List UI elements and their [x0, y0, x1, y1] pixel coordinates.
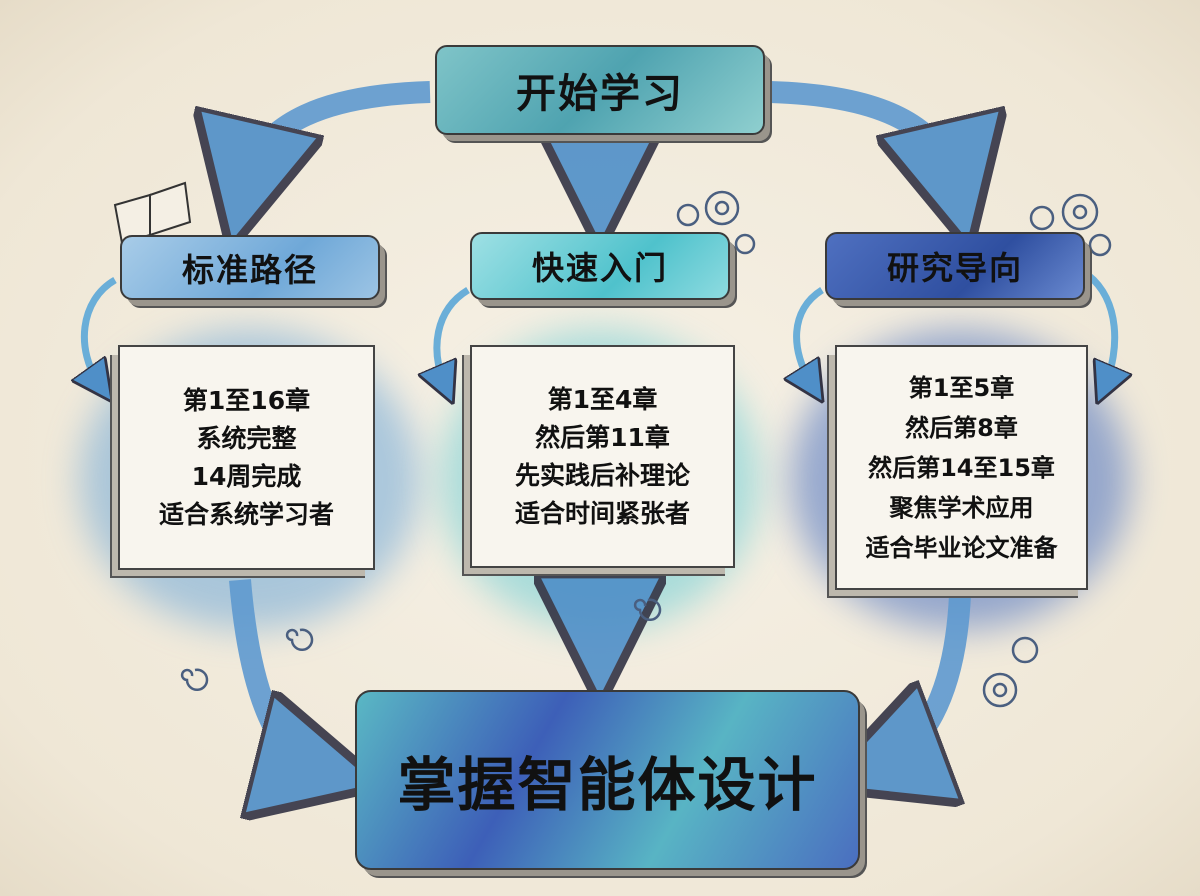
- gear-icon: [1061, 193, 1099, 231]
- path-standard-details: 第1至16章 系统完整 14周完成 适合系统学习者: [118, 345, 375, 570]
- arrow-research-to-goal: [880, 594, 971, 765]
- path-research-title: 研究导向: [886, 249, 1023, 287]
- start-label: 开始学习: [516, 71, 684, 117]
- gear-icon: [734, 233, 756, 255]
- path-quick-title: 快速入门: [531, 249, 668, 287]
- path-research-details: 第1至5章 然后第8章 然后第14至15章 聚焦学术应用 适合毕业论文准备: [835, 345, 1088, 590]
- detail-line: 聚焦学术应用: [889, 493, 1034, 522]
- swirl-icon: [285, 628, 314, 652]
- detail-line: 然后第14至15章: [868, 453, 1055, 482]
- gear-icon: [1088, 233, 1112, 257]
- start-node: 开始学习: [435, 45, 765, 135]
- arrow-standard-to-goal: [229, 579, 320, 770]
- detail-line: 系统完整: [196, 423, 297, 453]
- detail-line: 适合毕业论文准备: [865, 533, 1058, 562]
- book-icon: [113, 181, 192, 245]
- goal-label: 掌握智能体设计: [397, 751, 818, 819]
- arrow-start-to-standard: [245, 81, 431, 185]
- goal-node: 掌握智能体设计: [355, 690, 860, 870]
- detail-line: 适合时间紧张者: [514, 498, 690, 528]
- path-research-header: 研究导向: [825, 232, 1085, 300]
- gear-icons: [180, 190, 1112, 708]
- swirl-icon: [633, 598, 662, 622]
- gear-icon: [1011, 636, 1039, 664]
- arrow-start-to-research: [769, 81, 955, 185]
- detail-line: 第1至5章: [908, 373, 1015, 402]
- gear-icon: [1029, 205, 1055, 231]
- detail-line: 适合系统学习者: [158, 499, 334, 529]
- detail-line: 然后第11章: [535, 422, 670, 452]
- arrow-quick-left: [437, 287, 470, 385]
- gear-icon: [982, 672, 1018, 708]
- detail-line: 第1至4章: [547, 384, 658, 414]
- swirl-icon: [180, 668, 209, 692]
- arrow-standard-left: [84, 276, 117, 385]
- path-quick-details: 第1至4章 然后第11章 先实践后补理论 适合时间紧张者: [470, 345, 735, 568]
- arrow-research-left: [797, 287, 822, 385]
- path-standard-header: 标准路径: [120, 235, 380, 300]
- path-standard-title: 标准路径: [181, 250, 318, 289]
- gear-icon: [704, 190, 740, 226]
- gear-icon: [676, 203, 700, 227]
- detail-line: 然后第8章: [905, 413, 1018, 442]
- detail-line: 14周完成: [191, 461, 302, 491]
- detail-line: 先实践后补理论: [514, 460, 690, 490]
- arrow-research-right: [1085, 272, 1115, 385]
- detail-line: 第1至16章: [182, 385, 311, 415]
- path-quick-header: 快速入门: [470, 232, 730, 300]
